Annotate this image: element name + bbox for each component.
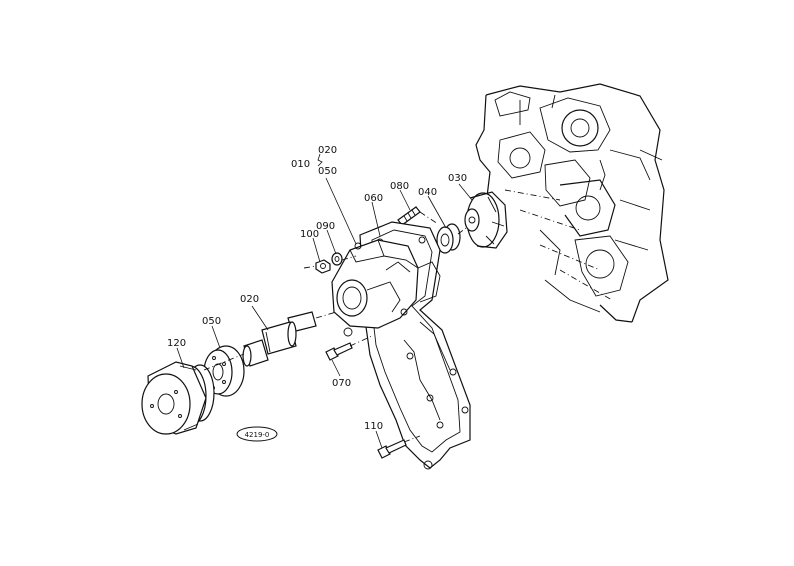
figure-code: 4219-0 [245,431,270,439]
leader-lines [176,153,473,449]
callout-040: 040 [418,187,437,198]
seal-040 [436,223,461,254]
callout-050-top: 050 [318,166,337,177]
pump-body-010 [331,221,471,470]
impeller-030 [464,191,508,249]
bolt-070 [325,342,353,361]
figure-code-badge: 4219-0 [236,426,278,442]
callout-060: 060 [364,193,383,204]
callout-labels: 010 020 050 060 080 040 030 100 090 020 … [167,145,467,432]
callout-070: 070 [332,378,351,389]
callout-090: 090 [316,221,335,232]
assembly-centerlines [203,211,467,443]
callout-010: 010 [291,159,310,170]
callout-100: 100 [300,229,319,240]
callout-080: 080 [390,181,409,192]
stud-080 [397,206,421,226]
callout-030: 030 [448,173,467,184]
washer-090 [331,252,343,266]
callout-020-top: 020 [318,145,337,156]
callout-050: 050 [202,316,221,327]
bolt-110 [377,439,407,459]
pulley-120 [141,361,215,435]
engine-block [475,83,669,323]
bearing-shaft-020 [242,311,317,367]
callout-110: 110 [364,421,383,432]
callout-120: 120 [167,338,186,349]
nut-100 [315,259,331,274]
callout-020: 020 [240,294,259,305]
